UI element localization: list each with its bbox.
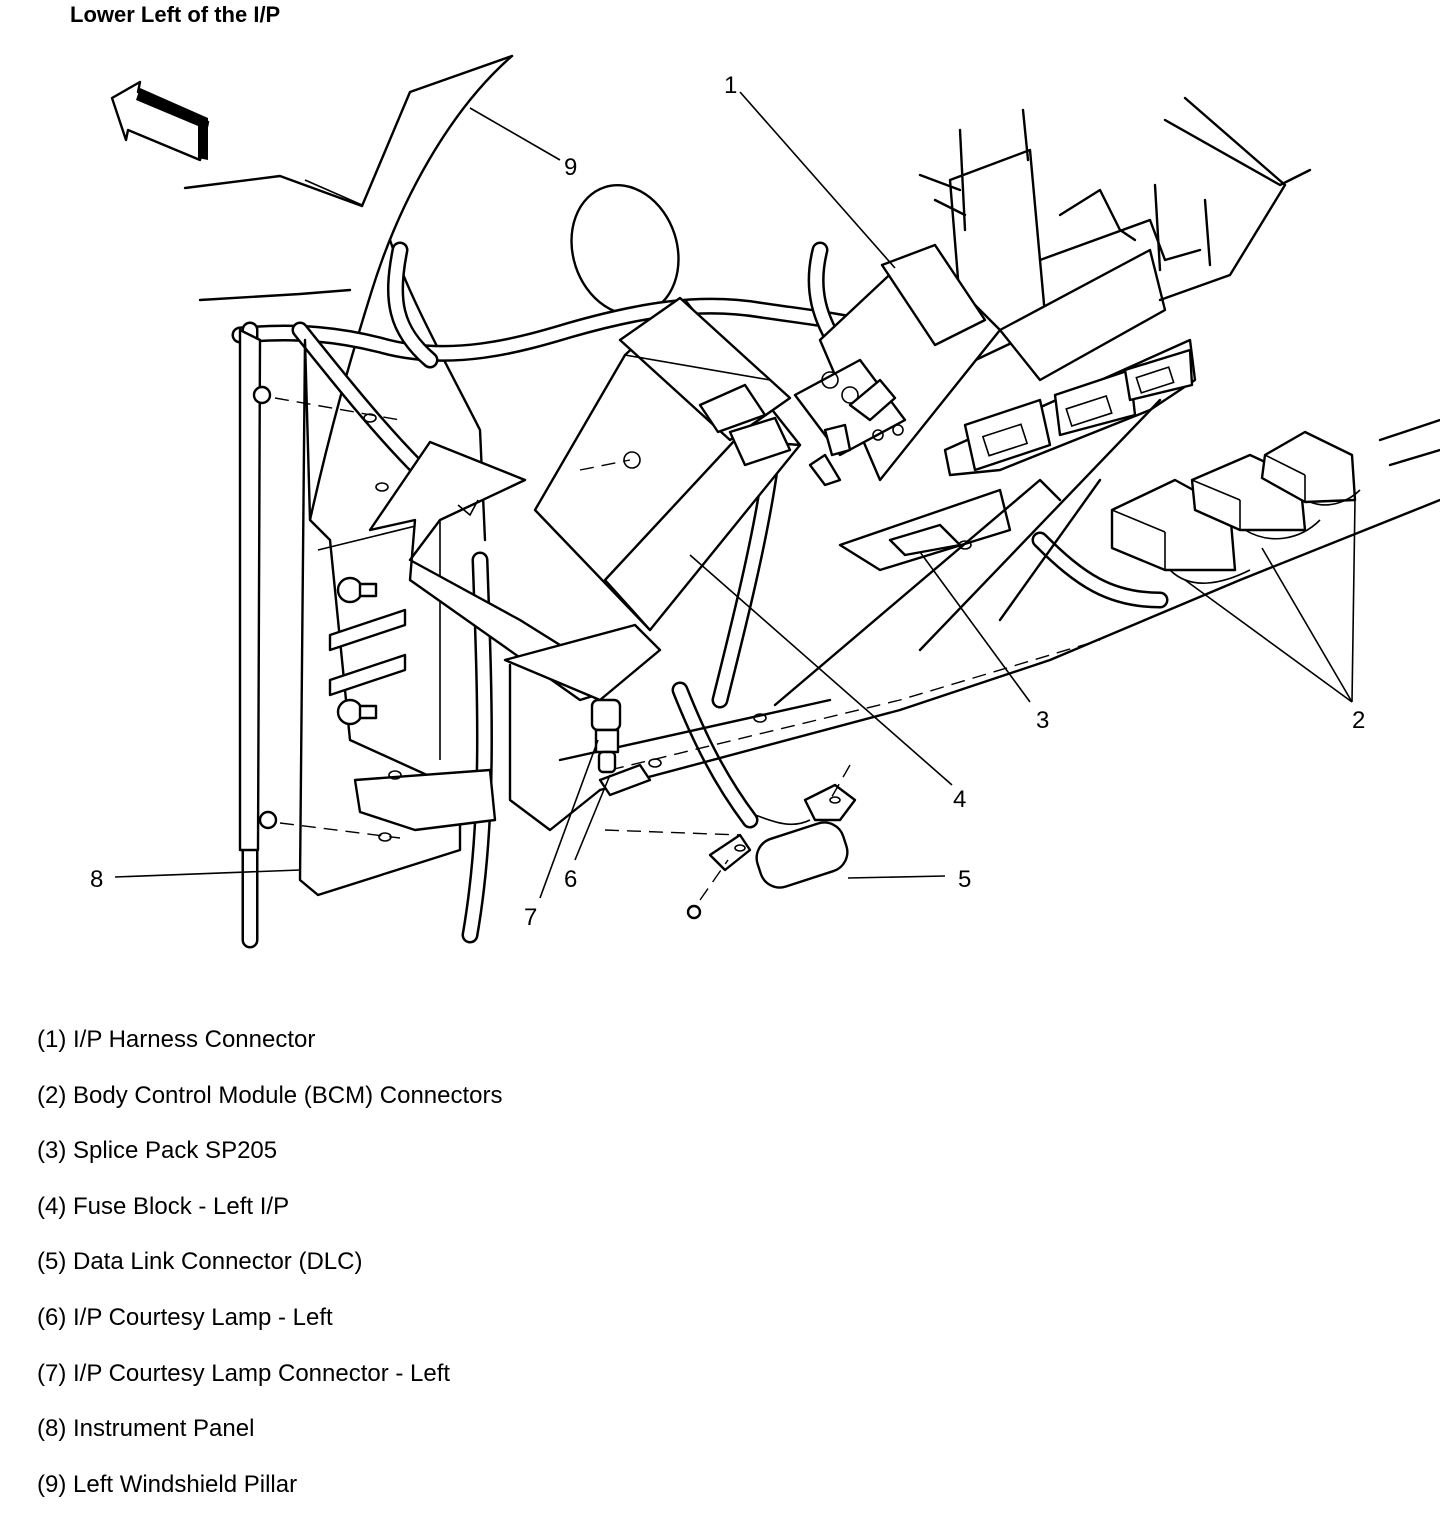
legend-item: (8) Instrument Panel [37, 1415, 255, 1443]
parts-legend: (1) I/P Harness Connector (2) Body Contr… [37, 1022, 503, 1522]
callout-6: 6 [564, 866, 577, 893]
bcm-housing [918, 96, 1312, 477]
callout-9: 9 [564, 154, 577, 181]
callout-5: 5 [958, 866, 971, 893]
lower-dash-frame [503, 498, 1440, 832]
diagram-title: Lower Left of the I/P [70, 2, 281, 27]
callout-8: 8 [90, 866, 103, 893]
callout-numbers: 1 2 3 4 5 6 7 8 9 [90, 72, 1365, 931]
legend-item: (7) I/P Courtesy Lamp Connector - Left [37, 1359, 451, 1387]
callout-4: 4 [953, 786, 966, 813]
callout-7: 7 [524, 904, 537, 931]
data-link-connector [604, 764, 857, 920]
ip-harness-connector [793, 148, 1062, 487]
legend-item: (2) Body Control Module (BCM) Connectors [37, 1081, 503, 1109]
instrument-panel [238, 328, 497, 897]
callout-1: 1 [724, 72, 737, 99]
legend-item: (4) Fuse Block - Left I/P [37, 1192, 290, 1220]
splice-pack [648, 398, 1162, 768]
forward-arrow-icon [110, 80, 210, 162]
legend-item: (5) Data Link Connector (DLC) [37, 1248, 363, 1276]
callout-leaders [114, 91, 1356, 899]
legend-item: (3) Splice Pack SP205 [37, 1137, 278, 1165]
fuse-block [533, 296, 802, 632]
bcm-connectors [1110, 418, 1440, 584]
callout-3: 3 [1036, 707, 1049, 734]
exploded-view-illustration: 1 2 3 4 5 6 7 8 9 [90, 54, 1440, 949]
legend-item: (6) I/P Courtesy Lamp - Left [37, 1303, 333, 1331]
legend-item: (1) I/P Harness Connector [37, 1026, 316, 1053]
legend-item: (9) Left Windshield Pillar [37, 1470, 298, 1498]
courtesy-lamp [590, 698, 652, 797]
callout-2: 2 [1352, 707, 1365, 734]
